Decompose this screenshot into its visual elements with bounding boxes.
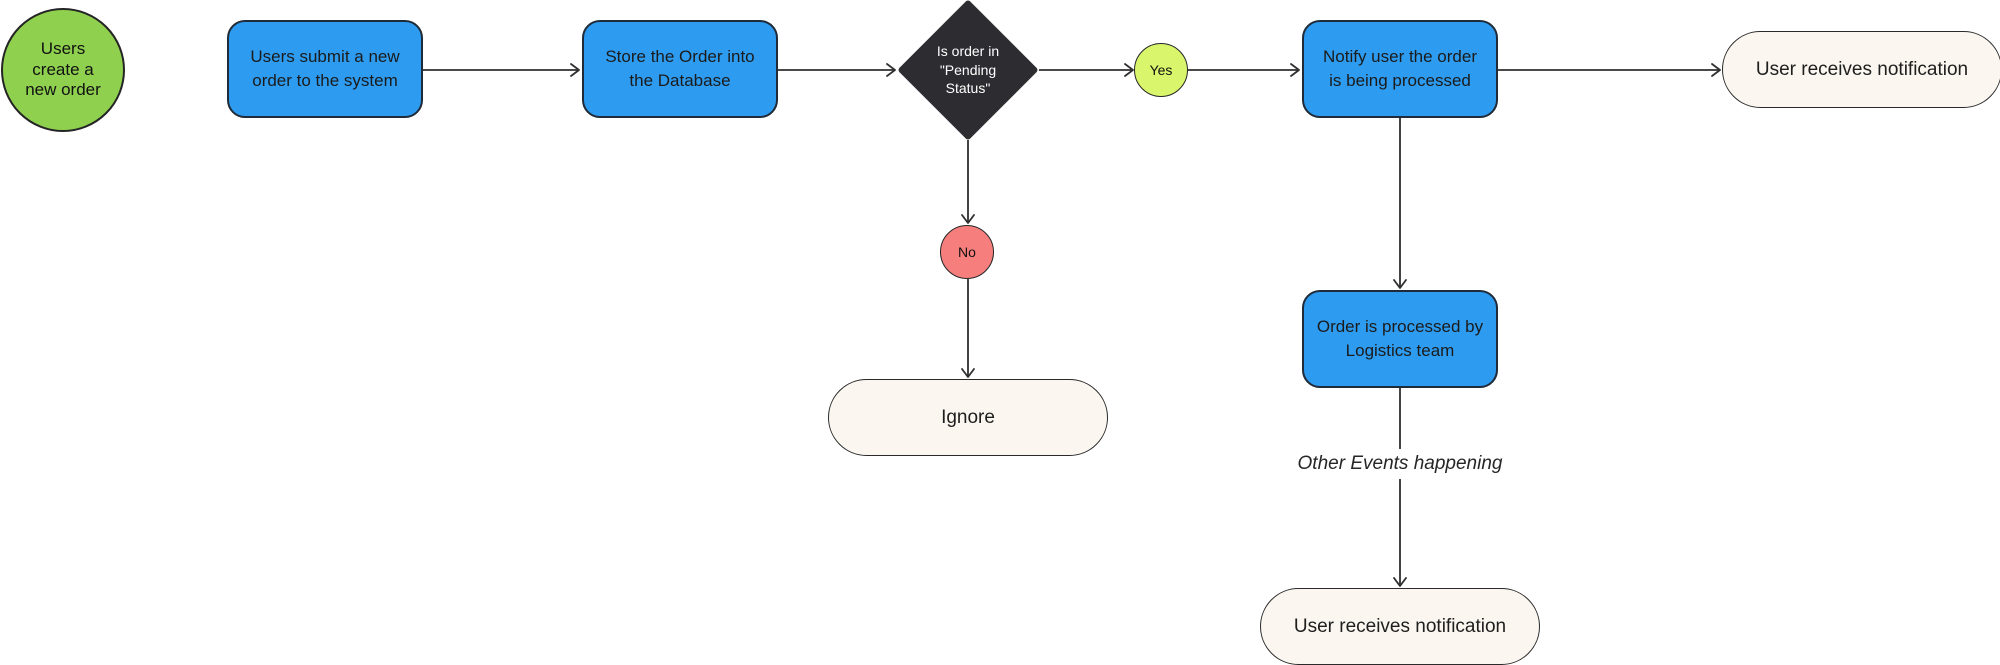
decision-label: Is order in "Pending Status"	[936, 42, 1000, 97]
no-branch-marker: No	[940, 225, 994, 279]
ignore-terminal: Ignore	[828, 379, 1108, 456]
logistics-process: Order is processed by Logistics team	[1302, 290, 1498, 388]
start-node: Users create a new order	[1, 8, 125, 132]
arrowhead-store-to-decision	[886, 63, 896, 77]
arrowhead-decision-to-yes	[1124, 63, 1134, 77]
store-order-process: Store the Order into the Database	[582, 20, 778, 118]
arrowhead-decision-to-no	[961, 214, 975, 224]
arrowhead-logistics-to-bottom-notification	[1393, 577, 1407, 587]
yes-branch-marker: Yes	[1134, 43, 1188, 97]
arrowhead-notify-to-top-notification	[1711, 63, 1721, 77]
other-events-label: Other Events happening	[1258, 449, 1542, 479]
submit-order-process: Users submit a new order to the system	[227, 20, 423, 118]
notify-user-process: Notify user the order is being processed	[1302, 20, 1498, 118]
arrowhead-notify-to-logistics	[1393, 279, 1407, 289]
arrowhead-yes-to-notify	[1290, 63, 1300, 77]
user-notification-terminal-top: User receives notification	[1722, 31, 2000, 108]
pending-status-decision: Is order in "Pending Status"	[896, 0, 1040, 141]
user-notification-terminal-bottom: User receives notification	[1260, 588, 1540, 665]
arrowhead-submit-to-store	[570, 63, 580, 77]
arrowhead-no-to-ignore	[961, 368, 975, 378]
